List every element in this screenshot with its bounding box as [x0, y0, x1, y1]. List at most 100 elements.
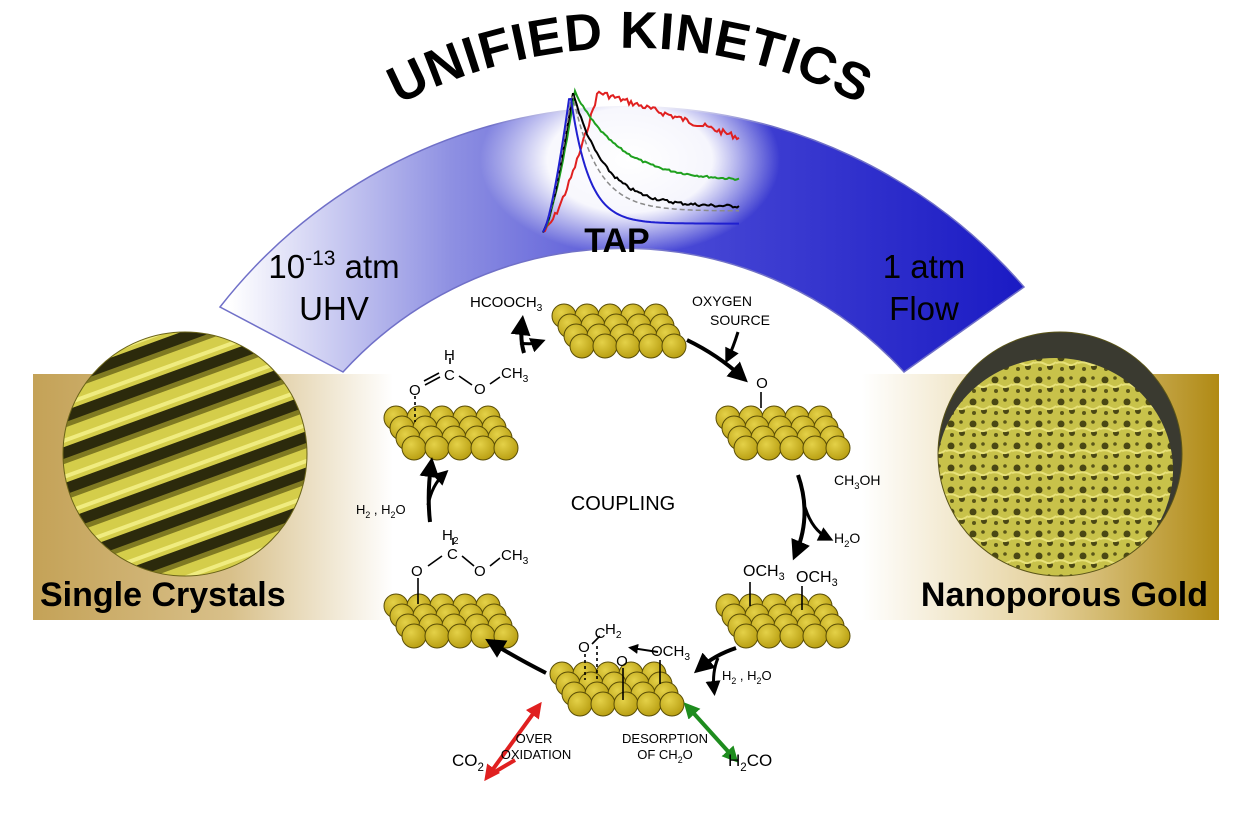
arrow-water-out — [803, 506, 834, 541]
gold-atom — [779, 623, 805, 649]
gold-atom — [779, 435, 805, 461]
gold-atom — [802, 435, 828, 461]
methanol-label: CH3OH — [834, 472, 881, 492]
over-oxidation-line1: OVER — [516, 731, 553, 746]
gold-atom — [470, 435, 496, 461]
gold-atom — [825, 623, 851, 649]
oxygen-source-line2: SOURCE — [710, 312, 770, 328]
co2-label: CO2 — [452, 751, 484, 774]
h2co-label: H2CO — [728, 751, 772, 774]
gold-atom — [613, 691, 639, 717]
single-crystals-label: Single Crystals — [40, 576, 286, 614]
h2-h2o-left-label: H2 , H2O — [356, 502, 406, 520]
tap-curve — [542, 87, 740, 233]
arrow-to-acetal — [485, 638, 547, 675]
nanoporous-gold-image — [937, 331, 1183, 577]
gold-atom — [447, 435, 473, 461]
arrow-to-formate — [419, 457, 440, 523]
acetal-c: C — [447, 546, 458, 563]
coupling-label: COUPLING — [571, 493, 675, 515]
gold-atom — [659, 691, 685, 717]
cluster-acetal — [383, 593, 519, 649]
gold-atom — [401, 623, 427, 649]
tap-pulse-curves — [542, 87, 740, 233]
gold-atom — [661, 333, 687, 359]
methoxy-1-label: OCH3 — [743, 563, 785, 583]
arrow-oxygen-source-in — [725, 331, 740, 364]
desorption-line1: DESORPTION — [622, 731, 708, 746]
adsorbed-oxygen: O — [756, 375, 768, 392]
flow-pressure: 1 atm — [883, 248, 966, 285]
acetal-o1: O — [411, 563, 423, 580]
uhv-pressure-base: 10 — [268, 248, 305, 285]
tap-label: TAP — [584, 222, 649, 260]
gold-atom — [569, 333, 595, 359]
desorption-line2: OF CH2O — [637, 747, 693, 765]
cluster-oxygen — [715, 405, 851, 461]
oxygen-source-line1: OXYGEN — [692, 293, 752, 309]
tap-glow — [480, 65, 780, 255]
uhv-pressure-unit: atm — [335, 248, 399, 285]
cluster-methoxy — [715, 593, 851, 649]
gold-atom — [590, 691, 616, 717]
cycle-arrows — [419, 315, 834, 696]
cluster-formate — [383, 405, 519, 461]
gold-atom — [733, 623, 759, 649]
gold-atom — [636, 691, 662, 717]
over-oxidation-arrow — [484, 701, 542, 782]
gold-atom — [615, 333, 641, 359]
flow-label: Flow — [889, 290, 959, 327]
gold-atom — [756, 623, 782, 649]
surface-c-label: C — [595, 625, 606, 642]
uhv-label: UHV — [299, 290, 369, 327]
formate-o1: O — [409, 382, 421, 399]
tap-curve — [542, 90, 740, 233]
water-label: H2O — [834, 530, 860, 550]
arrow-to-oxygen-adsorption — [686, 338, 748, 383]
surface-o2-label: O — [616, 653, 628, 670]
arrow-desorb-methyl-formate — [519, 338, 546, 353]
methyl-formate-label: HCOOCH3 — [470, 294, 543, 314]
cluster-top — [551, 303, 687, 359]
surface-och3-label: OCH3 — [651, 643, 690, 663]
arrow-to-methyl-formate — [510, 315, 531, 354]
arrow-h2-h2o-out-left — [426, 469, 449, 506]
formate-c: C — [444, 367, 455, 384]
uhv-pressure-exponent: -13 — [305, 247, 335, 270]
molecule-labels: OXYGEN SOURCE O CH3OH H2O OCH3 OCH3 H2 ,… — [356, 293, 881, 774]
tap-curve — [542, 92, 740, 233]
tap-curve — [542, 97, 739, 233]
arrow-to-coupling-surface — [693, 646, 737, 674]
gold-atom — [756, 435, 782, 461]
gold-atom — [567, 691, 593, 717]
over-oxidation-line2: OXIDATION — [501, 747, 572, 762]
gold-atom — [424, 623, 450, 649]
formate-ch3: CH3 — [501, 365, 529, 385]
gold-surface-clusters — [383, 303, 851, 717]
gold-atom — [401, 435, 427, 461]
gold-atom — [825, 435, 851, 461]
nanoporous-gold-label: Nanoporous Gold — [921, 576, 1208, 614]
molecule-bonds — [414, 358, 803, 700]
uhv-pressure: 10-13 atm — [268, 247, 399, 285]
surface-o-label: O — [578, 639, 590, 656]
formate-o2: O — [474, 381, 486, 398]
gold-atom — [802, 623, 828, 649]
surface-h2-label: H2 — [605, 621, 622, 641]
formate-h: H — [444, 347, 455, 364]
arrow-h2-h2o-out-right — [705, 657, 721, 696]
desorption-arrow — [683, 702, 739, 763]
methoxy-2-label: OCH3 — [796, 569, 838, 589]
h2-h2o-right-label: H2 , H2O — [722, 668, 772, 686]
gold-atom — [424, 435, 450, 461]
acetal-o2: O — [474, 563, 486, 580]
gold-atom — [592, 333, 618, 359]
acetal-h2: H2 — [442, 527, 459, 547]
single-crystal-image — [62, 331, 308, 577]
acetal-ch3: CH3 — [501, 547, 529, 567]
gold-atom — [447, 623, 473, 649]
gold-atom — [493, 435, 519, 461]
tap-curve — [542, 95, 740, 233]
arrow-methoxy-coupling — [628, 643, 659, 654]
